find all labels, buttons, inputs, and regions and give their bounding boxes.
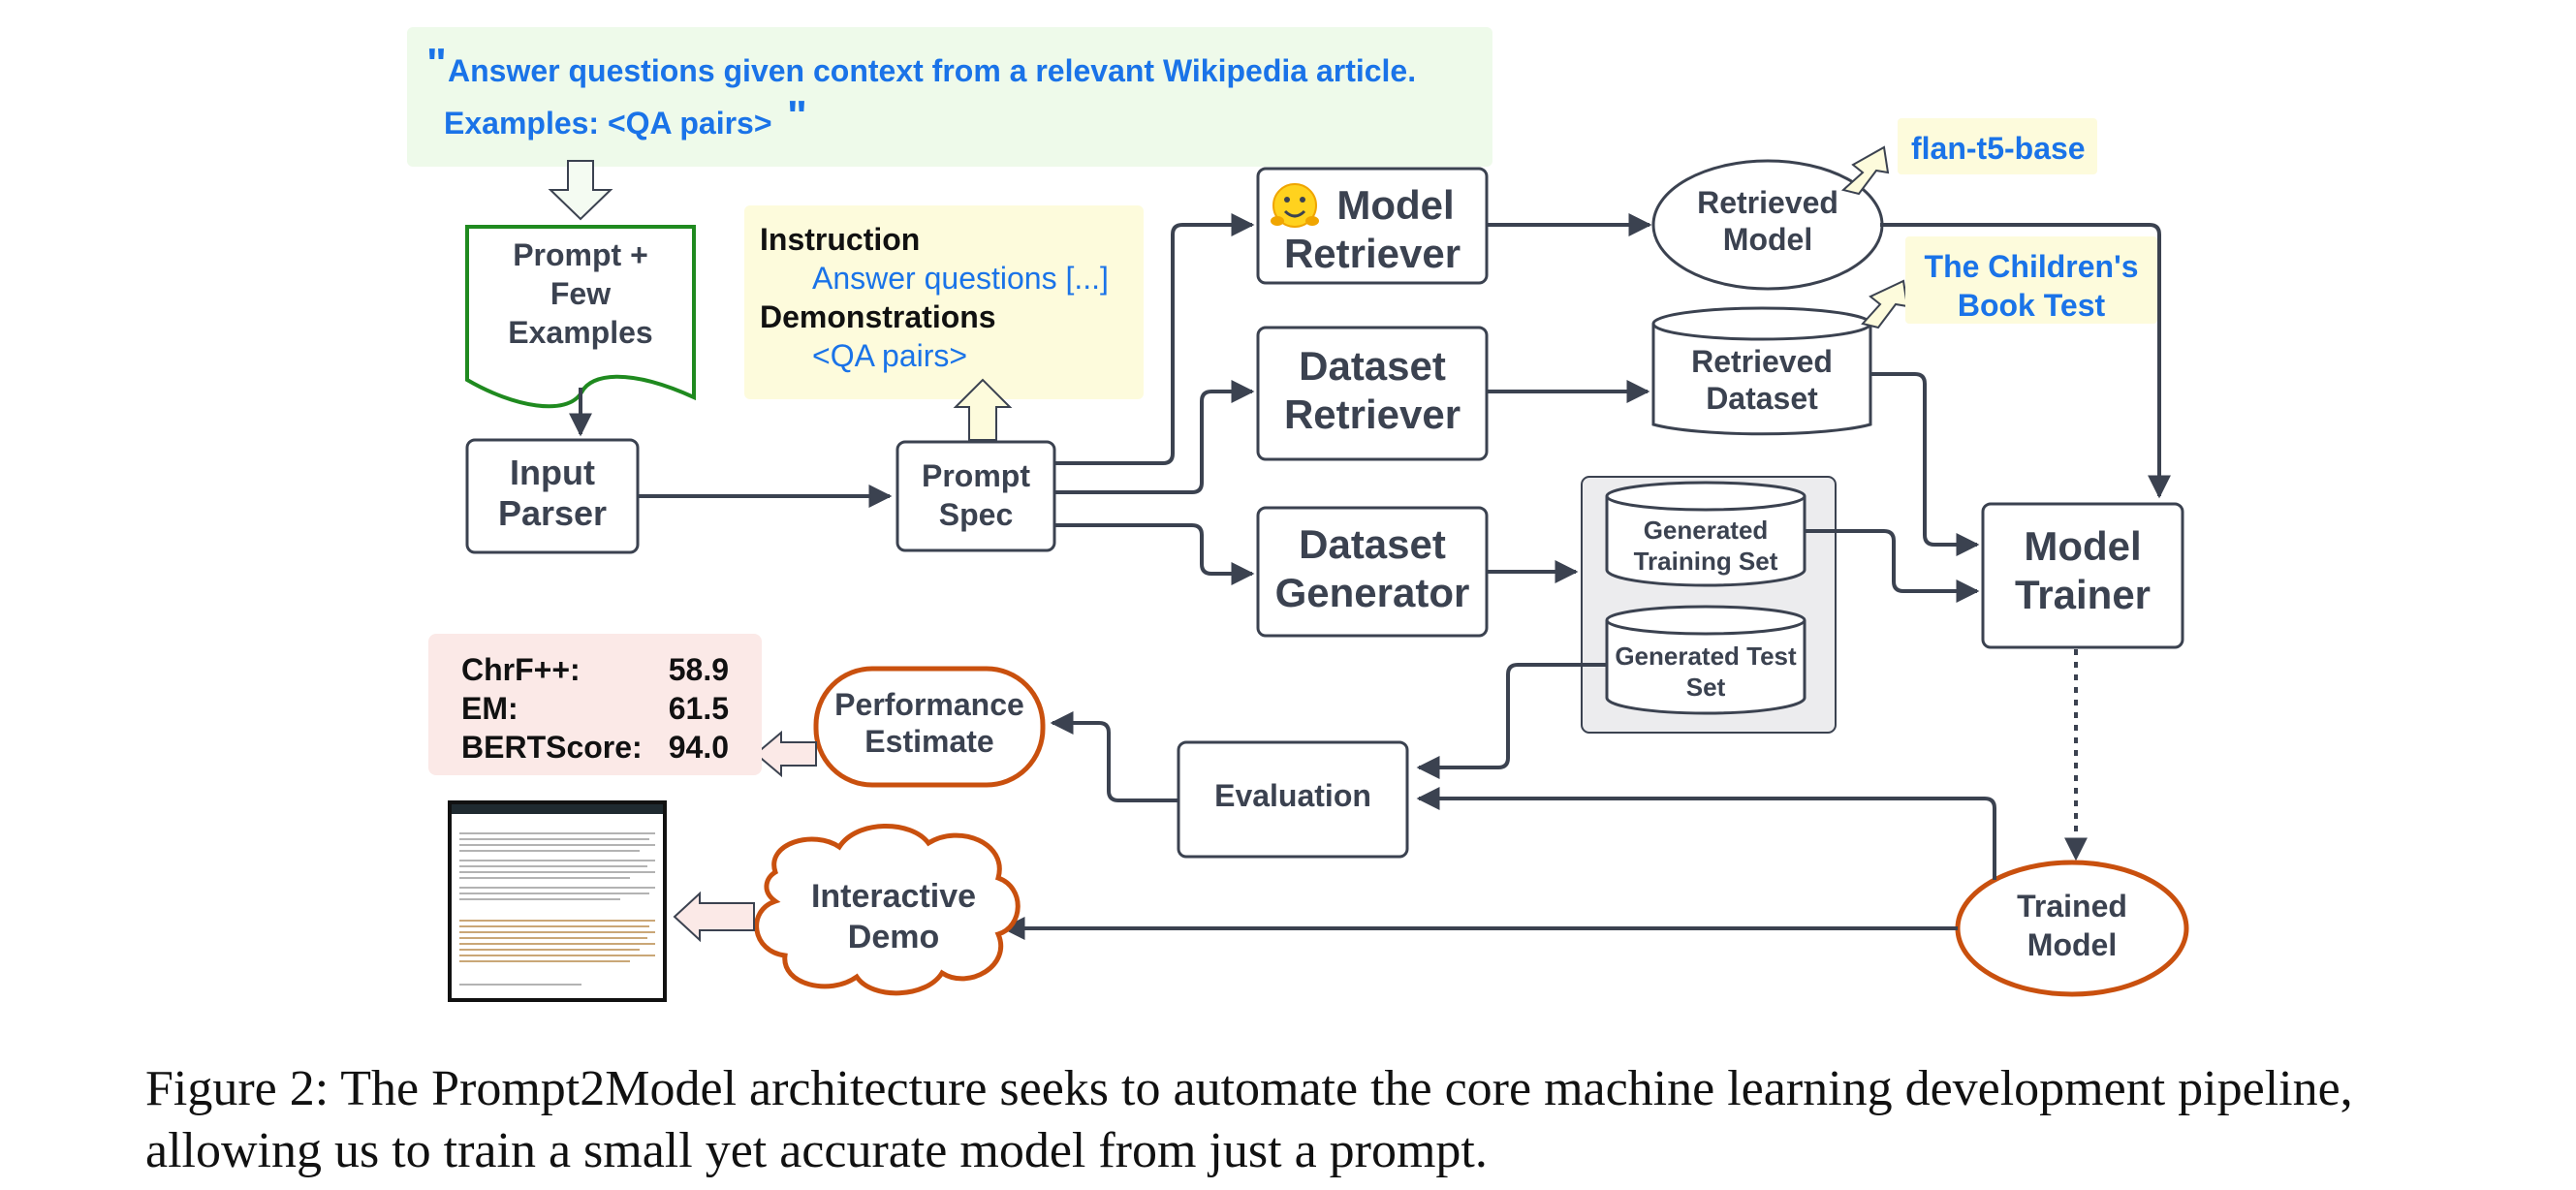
prompt-quote-open: " — [426, 40, 447, 87]
interactive-demo-line-1: Interactive — [811, 878, 976, 915]
arrow-evaluation-to-performance — [1050, 711, 1178, 802]
retrieved-dataset-line-2: Dataset — [1706, 381, 1818, 416]
dataset-retriever-line-2: Retriever — [1284, 391, 1461, 437]
dataset-retriever-line-1: Dataset — [1299, 343, 1446, 389]
dataset-generator-node: Dataset Generator — [1256, 506, 1489, 638]
prompt-document: Prompt + Few Examples — [465, 225, 696, 409]
dataset-generator-line-1: Dataset — [1299, 521, 1446, 567]
metrics-box: ChrF++: 58.9 EM: 61.5 BERTScore: 94.0 — [428, 634, 762, 775]
model-retriever-node: Model Retriever — [1256, 167, 1489, 285]
model-trainer-line-2: Trainer — [2015, 572, 2151, 617]
arrow-spec-to-dataset-retriever — [1054, 380, 1255, 494]
hollow-down-arrow — [548, 160, 613, 221]
caption-line-1-rest: architecture seeks to automate the core … — [737, 1061, 2353, 1116]
arrow-test-set-to-evaluation — [1416, 663, 1607, 779]
interactive-demo-node: Interactive Demo — [754, 824, 1021, 996]
retrieved-model-node: Retrieved Model — [1651, 159, 1884, 291]
metric-value: 94.0 — [669, 730, 729, 765]
generated-test-set: Generated Test Set — [1605, 605, 1806, 715]
prompt-doc-line-1: Prompt + — [513, 237, 648, 272]
prompt-spec-note: Instruction Answer questions [...] Demon… — [744, 205, 1144, 399]
arrow-training-set-to-trainer — [1805, 529, 1980, 603]
trained-model-line-1: Trained — [2017, 889, 2127, 924]
metric-name: ChrF++: — [461, 652, 581, 687]
arrow-spec-to-dataset-generator — [1054, 523, 1255, 585]
figure-caption: Figure 2: The Prompt2Model architecture … — [145, 1058, 2491, 1182]
input-parser-line-2: Parser — [498, 493, 607, 533]
prompt-doc-line-2: Few — [550, 276, 611, 311]
hollow-arrow-to-metrics — [754, 730, 817, 778]
trained-model-line-2: Model — [2027, 927, 2117, 962]
arrow-retrieved-dataset-to-trainer — [1870, 372, 1980, 556]
caption-system-name: Prompt2Model — [431, 1061, 738, 1116]
generated-sets-panel: Generated Training Set Generated Test Se… — [1581, 476, 1837, 734]
dataset-retriever-node: Dataset Retriever — [1256, 326, 1489, 461]
evaluation-label: Evaluation — [1214, 778, 1371, 813]
prompt-quote-close: " — [787, 92, 807, 140]
prompt-doc-line-3: Examples — [508, 315, 652, 350]
performance-estimate-line-1: Performance — [834, 687, 1024, 722]
cbt-note-line-2: Book Test — [1958, 288, 2106, 323]
input-parser-line-1: Input — [510, 453, 595, 492]
hugging-face-icon — [1271, 183, 1319, 228]
demonstrations-text: <QA pairs> — [812, 338, 967, 373]
generated-test-line-2: Set — [1686, 673, 1726, 702]
demonstrations-heading: Demonstrations — [760, 299, 996, 334]
instruction-text: Answer questions [...] — [812, 261, 1109, 296]
cbt-note-line-1: The Children's — [1925, 249, 2139, 284]
instruction-heading: Instruction — [760, 222, 920, 257]
evaluation-node: Evaluation — [1177, 740, 1409, 859]
flan-note-text: flan-t5-base — [1911, 131, 2086, 166]
metric-value: 58.9 — [669, 652, 729, 687]
retrieved-dataset-line-1: Retrieved — [1691, 344, 1833, 379]
caption-line-2: allowing us to train a small yet accurat… — [145, 1123, 1488, 1178]
generated-test-line-1: Generated Test — [1615, 642, 1797, 671]
metric-name: BERTScore: — [461, 730, 643, 765]
model-retriever-line-2: Retriever — [1284, 231, 1461, 276]
hollow-arrow-flan — [1840, 145, 1890, 196]
prompt-line-1: Answer questions given context from a re… — [448, 53, 1416, 88]
metric-value: 61.5 — [669, 691, 729, 726]
generated-training-line-2: Training Set — [1634, 547, 1778, 576]
metric-name: EM: — [461, 691, 518, 726]
hollow-up-arrow — [953, 378, 1013, 441]
prompt-spec-line-2: Spec — [939, 497, 1013, 532]
retrieved-dataset-node: Retrieved Dataset — [1651, 306, 1872, 436]
prompt-box: " Answer questions given context from a … — [407, 27, 1492, 167]
flan-note: flan-t5-base — [1898, 118, 2097, 174]
trained-model-node: Trained Model — [1955, 860, 2189, 997]
arrow-trained-model-to-evaluation — [1416, 787, 1996, 880]
performance-estimate-line-2: Estimate — [864, 724, 993, 759]
hollow-arrow-cbt — [1861, 279, 1909, 329]
model-retriever-line-1: Model — [1336, 182, 1454, 228]
generated-training-set: Generated Training Set — [1605, 481, 1806, 587]
arrow-spec-to-model-retriever — [1054, 213, 1255, 465]
interactive-demo-line-2: Demo — [848, 919, 939, 955]
caption-prefix: Figure 2: The — [145, 1061, 432, 1116]
arrow-retrieved-model-to-trainer — [1880, 223, 2171, 499]
input-parser-node: Input Parser — [465, 438, 640, 554]
retrieved-model-line-1: Retrieved — [1697, 185, 1838, 220]
prompt-spec-node: Prompt Spec — [895, 440, 1056, 552]
model-trainer-line-1: Model — [2024, 523, 2141, 569]
hollow-arrow-to-demo-screenshot — [673, 891, 755, 943]
prompt-line-2: Examples: <QA pairs> — [444, 106, 772, 141]
dataset-generator-line-2: Generator — [1275, 570, 1470, 615]
performance-estimate-node: Performance Estimate — [813, 666, 1046, 788]
prompt-spec-line-1: Prompt — [922, 458, 1030, 493]
retrieved-model-line-2: Model — [1723, 222, 1812, 257]
demo-screenshot-thumbnail — [448, 800, 667, 1002]
cbt-note: The Children's Book Test — [1905, 236, 2157, 324]
generated-training-line-1: Generated — [1644, 516, 1769, 545]
model-trainer-node: Model Trainer — [1981, 502, 2184, 649]
